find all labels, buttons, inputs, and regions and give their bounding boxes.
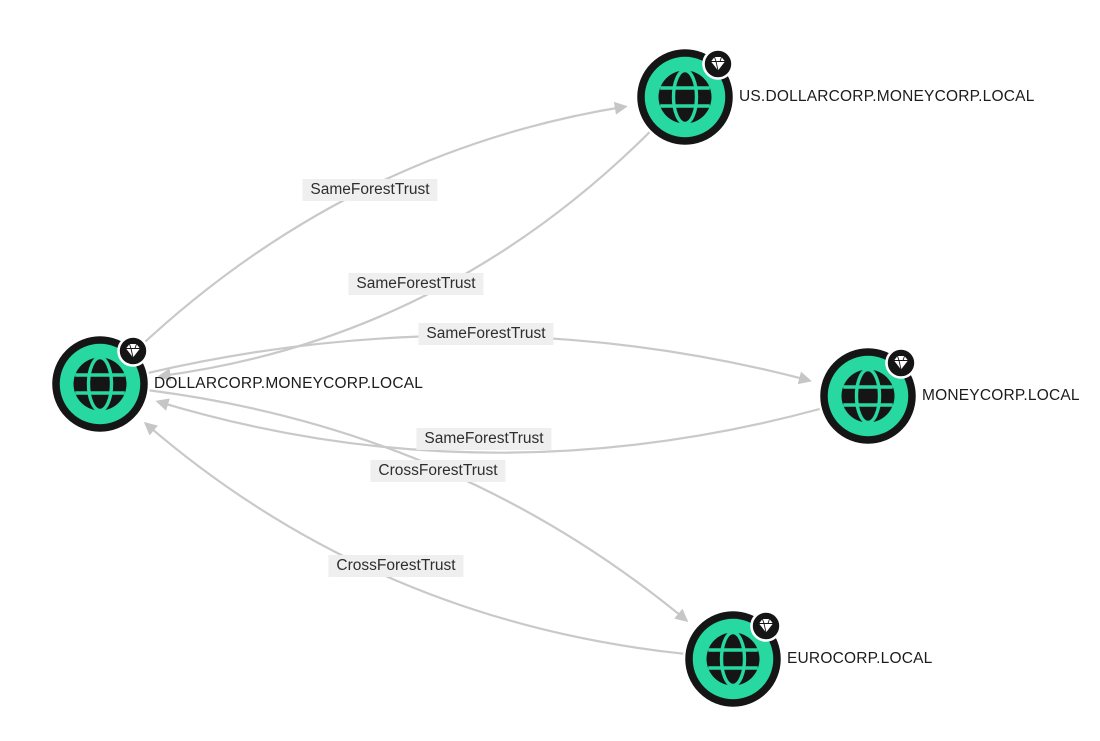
edge-label-moneycorp-to-dollarcorp[interactable]: SameForestTrust bbox=[416, 428, 552, 450]
globe-icon bbox=[658, 68, 712, 126]
node-label-moneycorp: MONEYCORP.LOCAL bbox=[922, 387, 1080, 404]
node-dollarcorp[interactable] bbox=[52, 335, 149, 432]
diamond-badge-icon bbox=[750, 610, 782, 642]
node-us-dollarcorp[interactable] bbox=[637, 48, 734, 145]
diamond-badge-icon bbox=[885, 347, 917, 379]
edge-dollarcorp-to-eurocorp[interactable] bbox=[149, 389, 689, 622]
edge-moneycorp-to-dollarcorp[interactable] bbox=[155, 398, 820, 454]
globe-icon bbox=[841, 367, 895, 425]
edge-label-dollarcorp-to-us-dollarcorp[interactable]: SameForestTrust bbox=[302, 179, 438, 201]
nodes-layer bbox=[52, 48, 917, 707]
node-label-dollarcorp: DOLLARCORP.MONEYCORP.LOCAL bbox=[154, 375, 424, 392]
edge-label-dollarcorp-to-moneycorp[interactable]: SameForestTrust bbox=[418, 323, 554, 345]
node-label-us-dollarcorp: US.DOLLARCORP.MONEYCORP.LOCAL bbox=[739, 88, 1035, 105]
edge-dollarcorp-to-us-dollarcorp[interactable] bbox=[135, 101, 628, 351]
edge-label-us-dollarcorp-to-dollarcorp[interactable]: SameForestTrust bbox=[348, 273, 484, 295]
edge-eurocorp-to-dollarcorp[interactable] bbox=[143, 422, 684, 655]
diamond-badge-icon bbox=[117, 335, 149, 367]
edge-label-eurocorp-to-dollarcorp[interactable]: CrossForestTrust bbox=[328, 555, 464, 577]
node-label-eurocorp: EUROCORP.LOCAL bbox=[787, 650, 933, 667]
globe-icon bbox=[706, 630, 760, 688]
diamond-badge-icon bbox=[702, 48, 734, 80]
edge-us-dollarcorp-to-dollarcorp[interactable] bbox=[157, 131, 651, 382]
globe-icon bbox=[73, 355, 127, 413]
node-moneycorp[interactable] bbox=[820, 347, 917, 444]
node-eurocorp[interactable] bbox=[685, 610, 782, 707]
edge-label-dollarcorp-to-eurocorp[interactable]: CrossForestTrust bbox=[370, 460, 506, 482]
